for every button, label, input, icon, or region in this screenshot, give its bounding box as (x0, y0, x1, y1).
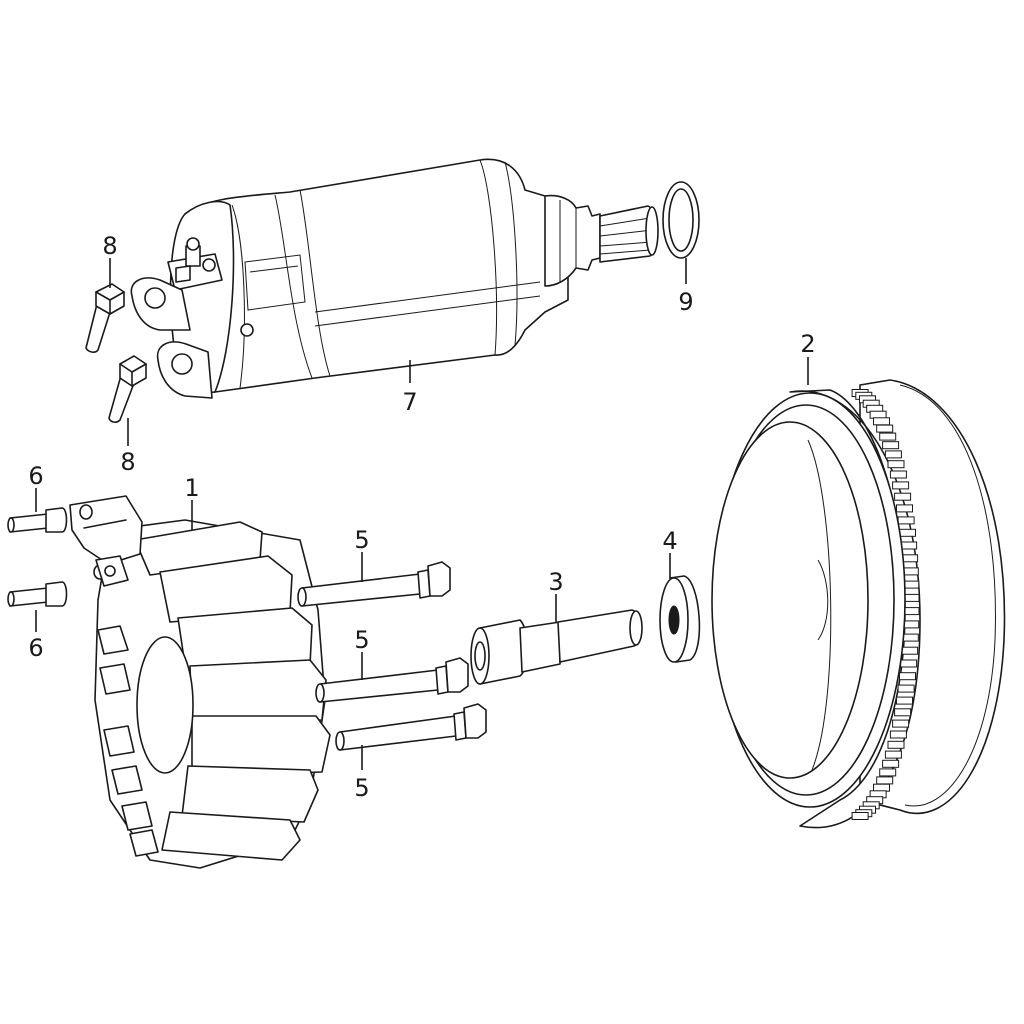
gear-tooth (894, 708, 912, 717)
stator (69, 495, 331, 869)
washer (659, 575, 701, 663)
callout-8-top: 8 (102, 232, 117, 260)
callout-1: 1 (184, 474, 199, 502)
gear-tooth (876, 776, 894, 785)
callout-6-bottom: 6 (28, 634, 43, 662)
gear-tooth (900, 659, 918, 668)
callout-7: 7 (402, 388, 417, 416)
gear-tooth (851, 812, 869, 820)
callout-9: 9 (678, 288, 693, 316)
gear-tooth (879, 768, 897, 777)
gear-tooth (899, 672, 916, 681)
gear-tooth (873, 783, 890, 792)
gear-tooth (882, 441, 900, 450)
callout-6-top: 6 (28, 462, 43, 490)
gear-tooth (887, 740, 905, 749)
gear-tooth (897, 684, 915, 693)
callout-labels: 1 2 3 4 5 5 5 6 6 7 8 8 9 (28, 232, 815, 802)
callout-5-top: 5 (354, 526, 369, 554)
gear-tooth (894, 492, 912, 501)
gear-tooth (899, 528, 916, 537)
callout-5-bottom: 5 (354, 774, 369, 802)
gear-tooth (901, 646, 919, 655)
callout-leaders (35, 258, 809, 770)
long-bolt-middle (315, 657, 469, 703)
flywheel-rotor (711, 379, 1006, 829)
callout-4: 4 (662, 527, 677, 555)
motor-bolt-lower (108, 355, 147, 423)
gear-tooth (900, 541, 918, 550)
gear-tooth (896, 696, 913, 705)
gear-tooth (892, 719, 910, 728)
gear-tooth (869, 410, 887, 419)
ring-gear-teeth (851, 389, 920, 820)
gear-tooth (901, 633, 919, 642)
callout-3: 3 (548, 568, 563, 596)
stator-bolt-upper (7, 507, 68, 533)
gear-tooth (897, 516, 915, 525)
gear-tooth (892, 481, 910, 490)
long-bolt-top (297, 561, 451, 607)
callout-8-bottom: 8 (120, 448, 135, 476)
rotor-center-bolt (470, 609, 643, 685)
gear-tooth (884, 750, 902, 759)
motor-bolt-upper (85, 283, 125, 353)
gear-tooth (879, 432, 897, 441)
gear-tooth (873, 417, 890, 426)
gear-tooth (884, 450, 902, 459)
gear-tooth (882, 759, 900, 768)
gear-tooth (887, 460, 905, 469)
o-ring (662, 181, 700, 259)
gear-tooth (889, 730, 907, 739)
gear-tooth (896, 504, 913, 513)
long-bolt-bottom (335, 703, 487, 751)
gear-tooth (876, 424, 894, 433)
starter-motor (130, 158, 659, 399)
stator-bolt-lower (7, 581, 68, 607)
callout-5-middle: 5 (354, 626, 369, 654)
gear-tooth (889, 470, 907, 479)
callout-2: 2 (800, 330, 815, 358)
